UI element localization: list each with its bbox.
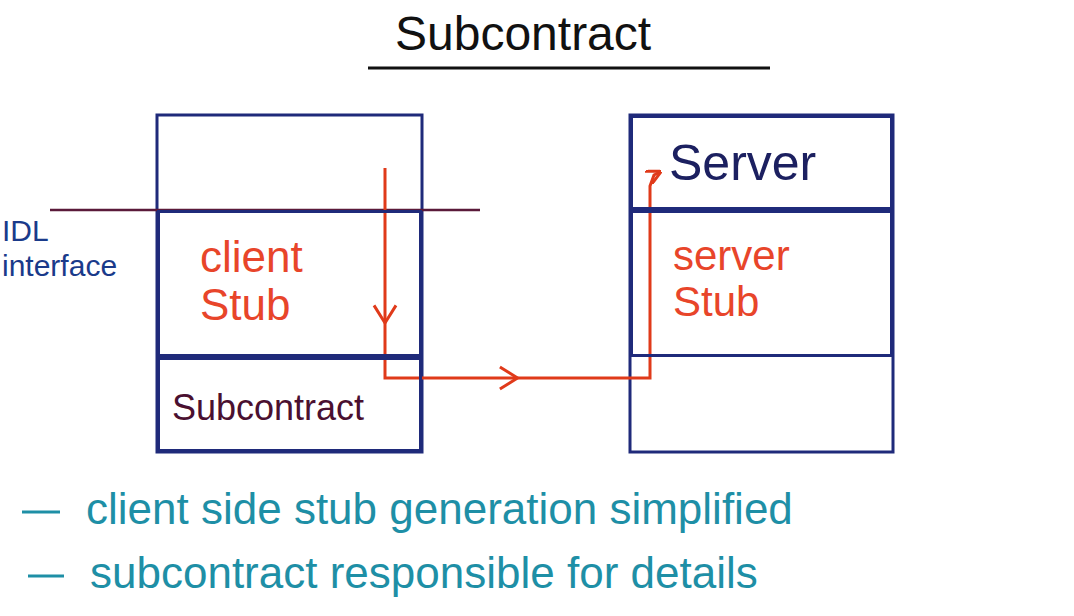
server-box [630, 115, 893, 452]
diagram-title: Subcontract [395, 6, 651, 61]
stub-section: client Stub [157, 210, 422, 357]
stub-section: server Stub [630, 210, 893, 357]
bullet-dash [22, 511, 60, 514]
title-underline [368, 67, 770, 70]
note-text: subcontract responsible for details [90, 548, 758, 599]
server-section: Server [630, 115, 893, 210]
subcontract-section: Subcontract [157, 357, 422, 452]
node-text: Subcontract [172, 388, 364, 428]
direction-chevron [374, 305, 396, 323]
bullet-dash [28, 575, 64, 578]
interface-label: IDL interface [2, 214, 117, 283]
client-box [157, 115, 422, 452]
flow-line [385, 168, 660, 378]
direction-chevron [500, 367, 518, 389]
node-text: Server [669, 136, 816, 191]
node-text: client Stub [200, 233, 303, 330]
node-text: server Stub [673, 233, 790, 325]
note-text: client side stub generation simplified [86, 484, 793, 535]
